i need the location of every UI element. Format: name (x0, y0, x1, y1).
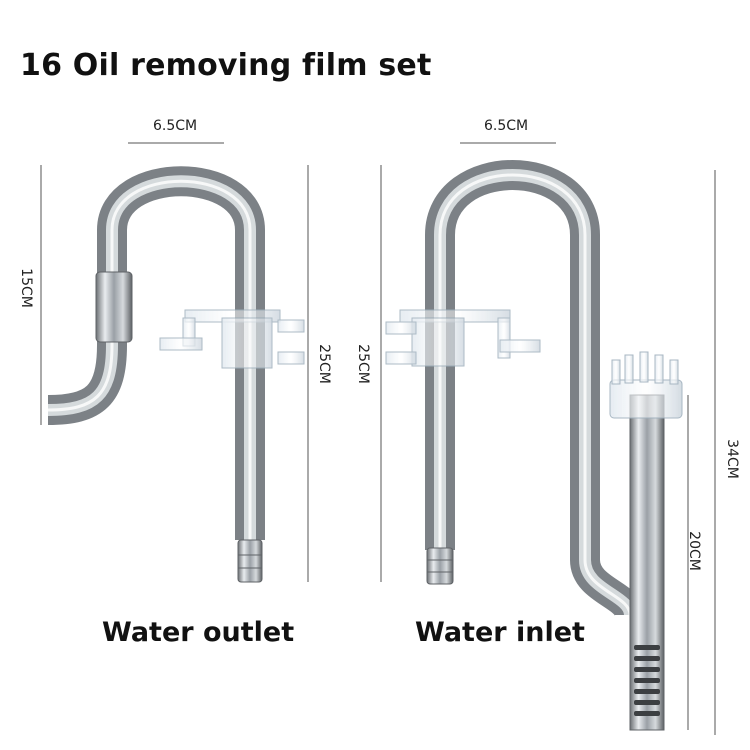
water-outlet-pipe (47, 166, 305, 583)
outlet-left-height-label: 15CM (17, 268, 34, 308)
outlet-caption: Water outlet (102, 617, 295, 648)
total-height-label: 34CM (723, 439, 740, 479)
outlet-glass-clip (159, 309, 305, 369)
inlet-height-label: 25CM (354, 344, 371, 384)
water-inlet-pipe (385, 160, 683, 731)
outlet-height-label: 25CM (315, 344, 332, 384)
page-title: 16 Oil removing film set (20, 48, 432, 83)
outlet-width-label: 6.5CM (153, 118, 198, 134)
dimension-lines (40, 142, 716, 735)
skimmer-head (609, 351, 683, 419)
inlet-caption: Water inlet (415, 617, 585, 648)
inlet-glass-clip (385, 309, 541, 367)
inlet-width-label: 6.5CM (484, 118, 529, 134)
skimmer-slots (634, 645, 660, 716)
skimmer-height-label: 20CM (685, 531, 702, 571)
